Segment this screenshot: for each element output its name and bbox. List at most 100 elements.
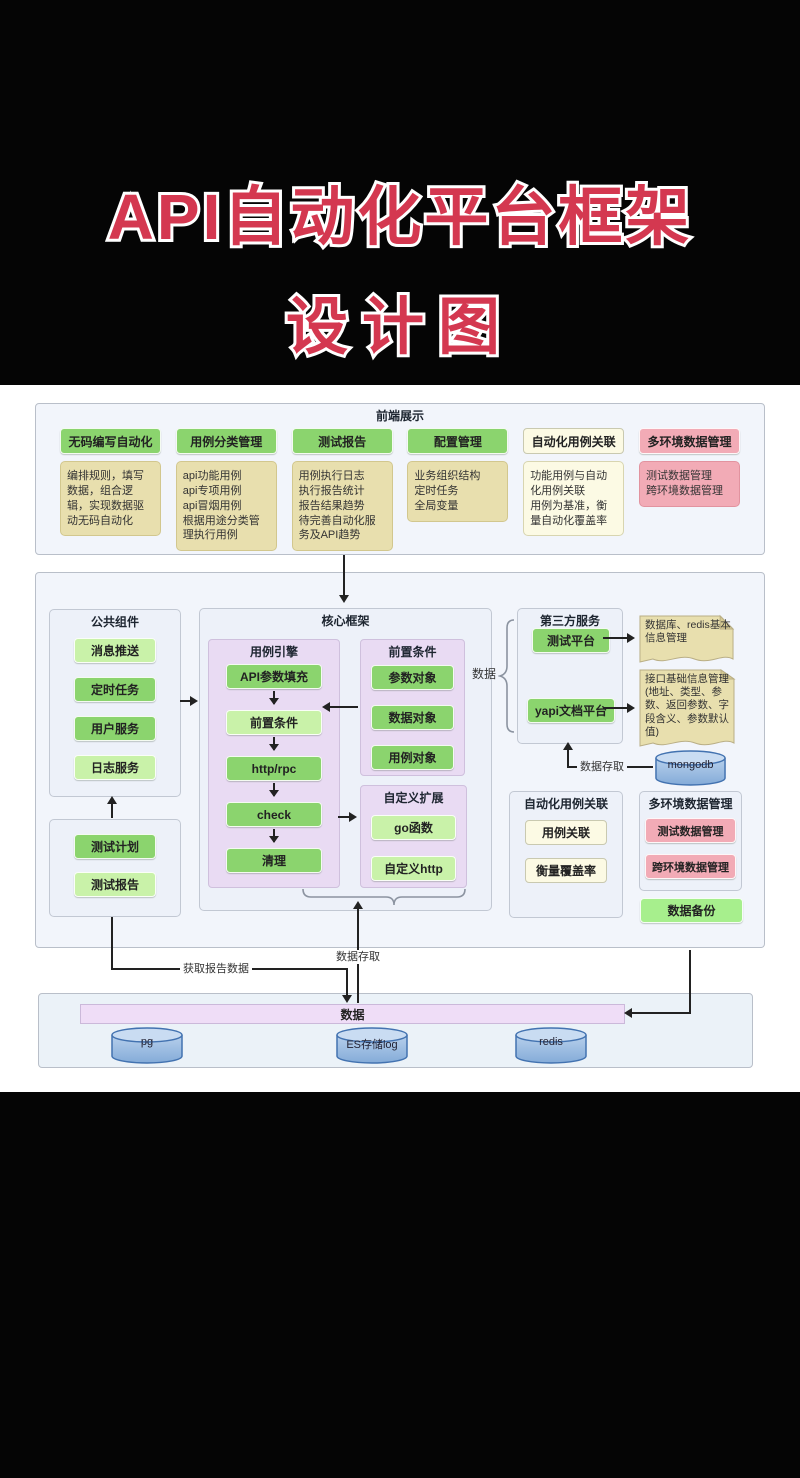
data-bar: 数据 xyxy=(80,1004,625,1024)
multienv-label: 多环境数据管理 xyxy=(648,797,733,811)
arrowhead-engine-to-ext xyxy=(349,812,357,822)
frontend-desc-case-relation: 功能用例与自动化用例关联 用例为基准，衡量自动化覆盖率 xyxy=(523,461,625,537)
frontend-col-3: 测试报告 用例执行日志 执行报告统计 报告结果趋势 待完善自动化服务及API趋势 xyxy=(291,428,393,552)
down-arrow-icon xyxy=(269,691,279,705)
arrow-yapi-to-doc2 xyxy=(603,707,630,709)
third-item-yapi: yapi文档平台 xyxy=(527,698,615,723)
frontend-button-case-category: 用例分类管理 xyxy=(175,428,277,454)
ext-item-go-func: go函数 xyxy=(371,815,456,840)
edge-label-data-store: 数据存取 xyxy=(333,950,383,964)
box-common-components: 公共组件 消息推送 定时任务 用户服务 日志服务 xyxy=(49,609,181,797)
db-label-pg: pg xyxy=(140,1036,154,1048)
arrowhead-yapi-to-doc2 xyxy=(627,703,635,713)
frontend-col-6: 多环境数据管理 测试数据管理 跨环境数据管理 xyxy=(638,428,740,551)
common-item-timed-task: 定时任务 xyxy=(74,677,156,702)
doc-shape-api-info: 接口基础信息管理(地址、类型、参数、返回参数、字段含义、参数默认值) xyxy=(637,667,737,753)
box-third-party: 第三方服务 测试平台 yapi文档平台 xyxy=(517,608,623,744)
precond-item-data-object: 数据对象 xyxy=(371,705,454,730)
engine-label: 用例引擎 xyxy=(249,645,298,659)
line-backup-v xyxy=(689,950,691,1013)
frontend-button-test-report: 测试报告 xyxy=(291,428,393,454)
multienv-item-crossenv-data: 跨环境数据管理 xyxy=(645,854,736,879)
frontend-desc-case-category: api功能用例 api专项用例 api冒烟用例 根据用途分类管理执行用例 xyxy=(175,461,277,552)
frontend-col-4: 配置管理 业务组织结构 定时任务 全局变量 xyxy=(407,428,509,551)
db-label-redis: redis xyxy=(539,1036,563,1048)
box-core-label: 核心框架 xyxy=(321,614,370,628)
arrowhead-core-datastore-up xyxy=(353,901,363,909)
frontend-desc-nocode: 编排规则，填写数据，组合逻辑，实现数据驱动无码自动化 xyxy=(60,461,161,537)
arrow-mongodb-to-third-v xyxy=(567,749,569,768)
doc-shape-db-redis-info: 数据库、redis基本信息管理 xyxy=(637,613,736,667)
mongodb-label: mongodb xyxy=(667,759,714,771)
relation-item-coverage: 衡量覆盖率 xyxy=(525,858,607,883)
precond-label: 前置条件 xyxy=(388,645,437,659)
arrow-plan-to-common xyxy=(111,804,113,818)
frontend-button-nocode: 无码编写自动化 xyxy=(60,428,161,454)
common-item-message-push: 消息推送 xyxy=(74,638,156,663)
arrow-engine-to-ext xyxy=(338,816,352,818)
frontend-columns: 无码编写自动化 编排规则，填写数据，组合逻辑，实现数据驱动无码自动化 用例分类管… xyxy=(36,424,764,552)
arrowhead-plan-to-common xyxy=(107,796,117,804)
plan-item-test-plan: 测试计划 xyxy=(74,834,156,859)
relation-item-case-link: 用例关联 xyxy=(525,820,607,845)
third-label: 第三方服务 xyxy=(539,614,600,628)
arrow-platform-to-doc1 xyxy=(603,637,630,639)
box-case-engine: 用例引擎 API参数填充 前置条件 http/rpc check 清理 xyxy=(208,639,340,888)
common-item-log-service: 日志服务 xyxy=(74,755,156,780)
data-backup-button: 数据备份 xyxy=(640,898,743,923)
box-test-plan: 测试计划 测试报告 xyxy=(49,819,181,917)
arrowhead-fetch-report xyxy=(342,995,352,1003)
brace-data-icon xyxy=(498,619,515,733)
down-arrow-icon xyxy=(269,737,279,751)
engine-step-cleanup: 清理 xyxy=(226,848,322,873)
box-custom-extension: 自定义扩展 go函数 自定义http xyxy=(360,785,467,888)
arrowhead-common-to-core xyxy=(190,696,198,706)
panel-frontend-label: 前端展示 xyxy=(375,409,424,423)
db-label-es: ES存储log xyxy=(346,1039,398,1051)
line-backup-h xyxy=(632,1012,691,1014)
engine-step-check: check xyxy=(226,802,322,827)
third-item-test-platform: 测试平台 xyxy=(532,628,610,653)
page-title: API自动化平台框架 xyxy=(105,178,693,256)
box-multienv-data: 多环境数据管理 测试数据管理 跨环境数据管理 xyxy=(639,791,742,891)
arrowhead-platform-to-doc1 xyxy=(627,633,635,643)
precond-item-case-object: 用例对象 xyxy=(371,745,454,770)
ext-label: 自定义扩展 xyxy=(383,791,444,805)
box-auto-case-relation: 自动化用例关联 用例关联 衡量覆盖率 xyxy=(509,791,623,918)
frontend-col-2: 用例分类管理 api功能用例 api专项用例 api冒烟用例 根据用途分类管理执… xyxy=(175,428,277,552)
box-preconditions: 前置条件 参数对象 数据对象 用例对象 xyxy=(360,639,465,776)
doc-text-db-redis: 数据库、redis基本信息管理 xyxy=(645,619,731,645)
ext-item-custom-http: 自定义http xyxy=(371,856,456,881)
multienv-item-test-data: 测试数据管理 xyxy=(645,818,736,843)
arrowhead-backup-to-bar xyxy=(624,1008,632,1018)
engine-step-precond: 前置条件 xyxy=(226,710,322,735)
db-cylinder-es: ES存储log xyxy=(335,1027,409,1064)
page-subtitle: 设计图 xyxy=(283,290,514,365)
down-arrow-icon xyxy=(269,829,279,843)
arrowhead-precond-to-engine xyxy=(322,702,330,712)
frontend-desc-test-report: 用例执行日志 执行报告统计 报告结果趋势 待完善自动化服务及API趋势 xyxy=(291,461,393,552)
engine-step-http-rpc: http/rpc xyxy=(226,756,322,781)
precond-item-param-object: 参数对象 xyxy=(371,665,454,690)
brace-bottom-icon xyxy=(302,888,466,906)
line-fetch-report-v2 xyxy=(346,968,348,998)
panel-datastore: 数据 pg ES存储log redis xyxy=(38,993,753,1068)
common-item-user-service: 用户服务 xyxy=(74,716,156,741)
line-fetch-report-v1 xyxy=(111,917,113,970)
box-core-framework: 核心框架 用例引擎 API参数填充 前置条件 http/rpc check 清理… xyxy=(199,608,492,911)
mongodb-cylinder: mongodb xyxy=(654,750,727,786)
arrow-common-to-core xyxy=(180,700,193,702)
edge-label-fetch-report: 获取报告数据 xyxy=(180,962,252,976)
panel-middle: 公共组件 消息推送 定时任务 用户服务 日志服务 测试计划 测试报告 核心框架 … xyxy=(35,572,765,948)
edge-label-data-access: 数据存取 xyxy=(577,760,627,774)
frontend-col-5: 自动化用例关联 功能用例与自动化用例关联 用例为基准，衡量自动化覆盖率 xyxy=(523,428,625,551)
frontend-button-multienv: 多环境数据管理 xyxy=(638,428,740,454)
frontend-desc-config: 业务组织结构 定时任务 全局变量 xyxy=(407,461,509,522)
arrowhead-frontend-to-core xyxy=(339,595,349,603)
frontend-desc-multienv: 测试数据管理 跨环境数据管理 xyxy=(638,461,740,507)
frontend-col-1: 无码编写自动化 编排规则，填写数据，组合逻辑，实现数据驱动无码自动化 xyxy=(60,428,161,551)
core-data-label: 数据 xyxy=(472,667,497,681)
plan-item-test-report: 测试报告 xyxy=(74,872,156,897)
frontend-button-config: 配置管理 xyxy=(407,428,509,454)
